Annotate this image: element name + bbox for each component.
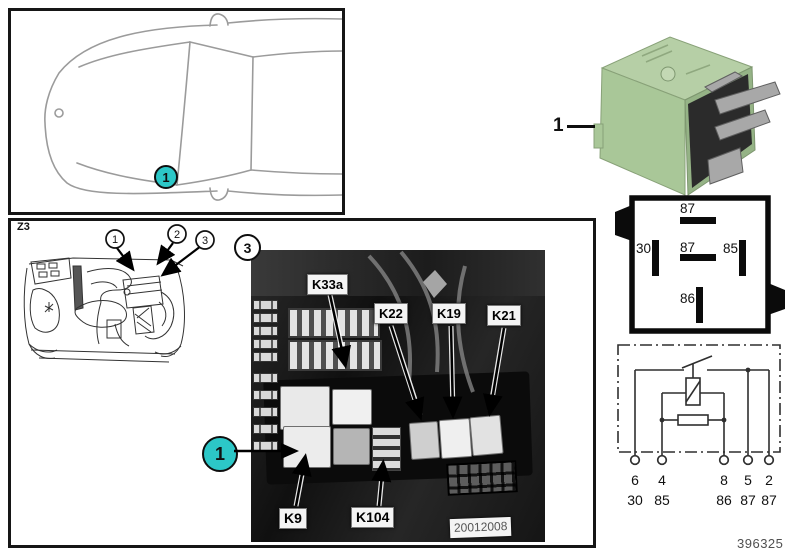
terminal-pin-6: 6	[631, 472, 639, 488]
relay-k104	[333, 428, 370, 465]
label-k104: K104	[351, 507, 395, 528]
relay-item-number: 1	[553, 115, 564, 136]
fuse-legend-strip	[253, 407, 278, 417]
label-k19: K19	[432, 303, 466, 324]
detail-view-callout: 3	[234, 234, 261, 261]
photo-part-callout-number: 1	[214, 443, 225, 464]
terminal-pin-8: 8	[720, 472, 728, 488]
bmw-roundel-icon	[660, 66, 676, 82]
car-part-callout-number: 1	[162, 170, 169, 185]
fuse-legend-strip	[253, 339, 278, 349]
label-k9: K9	[279, 508, 307, 529]
relay-module	[332, 389, 372, 425]
fuse-legend-strip	[253, 313, 278, 323]
document-number: 396325	[737, 536, 784, 551]
fuse-legend-strip	[253, 352, 278, 362]
terminal-pin-5: 5	[744, 472, 752, 488]
fuse-legend-strip	[253, 326, 278, 336]
terminal-name-85: 85	[654, 492, 670, 508]
photo-part-callout-arrow	[234, 443, 299, 459]
photo-watermark: 20012008	[449, 516, 512, 539]
relay-item-callout[interactable]: 1	[553, 115, 595, 137]
car-top-view-drawing: 1	[44, 13, 342, 201]
pin-87-top: 87	[680, 201, 695, 216]
fusebox-photo: K33a K22 K19 K21 K9 K104 20012008	[251, 250, 545, 542]
fuse-legend-strip	[253, 424, 278, 434]
model-code-label: Z3	[17, 221, 30, 233]
engine-callout-2: 2	[167, 224, 187, 244]
photo-top-structure	[251, 250, 545, 296]
fuse-legend-strip	[253, 300, 278, 310]
relay-pin-diagram: 87 30 87 85 86	[615, 195, 785, 334]
fuse-legend-strip	[253, 390, 278, 400]
terminal-name-86: 86	[716, 492, 732, 508]
engine-bay-drawing: 1 2 3	[23, 224, 215, 363]
pin-85: 85	[723, 241, 738, 256]
pin-30: 30	[636, 241, 651, 256]
relay-mount-tab	[593, 123, 604, 149]
terminal-pin-2: 2	[765, 472, 773, 488]
relay-circuit-schematic: 6 4 8 5 2 30 85 86 87 87	[617, 344, 781, 508]
label-k21: K21	[487, 305, 521, 326]
fuse-legend-strip	[253, 373, 278, 383]
photo-part-callout[interactable]: 1	[202, 436, 238, 472]
photo-overlay-art	[291, 250, 507, 507]
engine-callout-3: 3	[195, 230, 215, 250]
terminal-pin-4: 4	[658, 472, 666, 488]
leader-line	[566, 124, 595, 128]
terminal-name-87b: 87	[761, 492, 777, 508]
terminal-name-30: 30	[627, 492, 643, 508]
label-k22: K22	[374, 303, 408, 324]
pin-box-left-tab	[615, 205, 632, 241]
engine-callout-1: 1	[105, 229, 125, 249]
terminal-name-87a: 87	[740, 492, 756, 508]
svg-text:1: 1	[112, 234, 118, 246]
car-part-callout[interactable]: 1	[154, 165, 178, 189]
svg-text:3: 3	[202, 235, 208, 247]
pin-87-mid: 87	[680, 240, 695, 255]
label-k33a: K33a	[307, 274, 349, 295]
relay-photo	[593, 36, 781, 196]
svg-text:2: 2	[174, 229, 180, 241]
pin-box-right-tab	[768, 283, 785, 315]
detail-view-callout-number: 3	[243, 239, 252, 256]
pin-86: 86	[680, 291, 695, 306]
